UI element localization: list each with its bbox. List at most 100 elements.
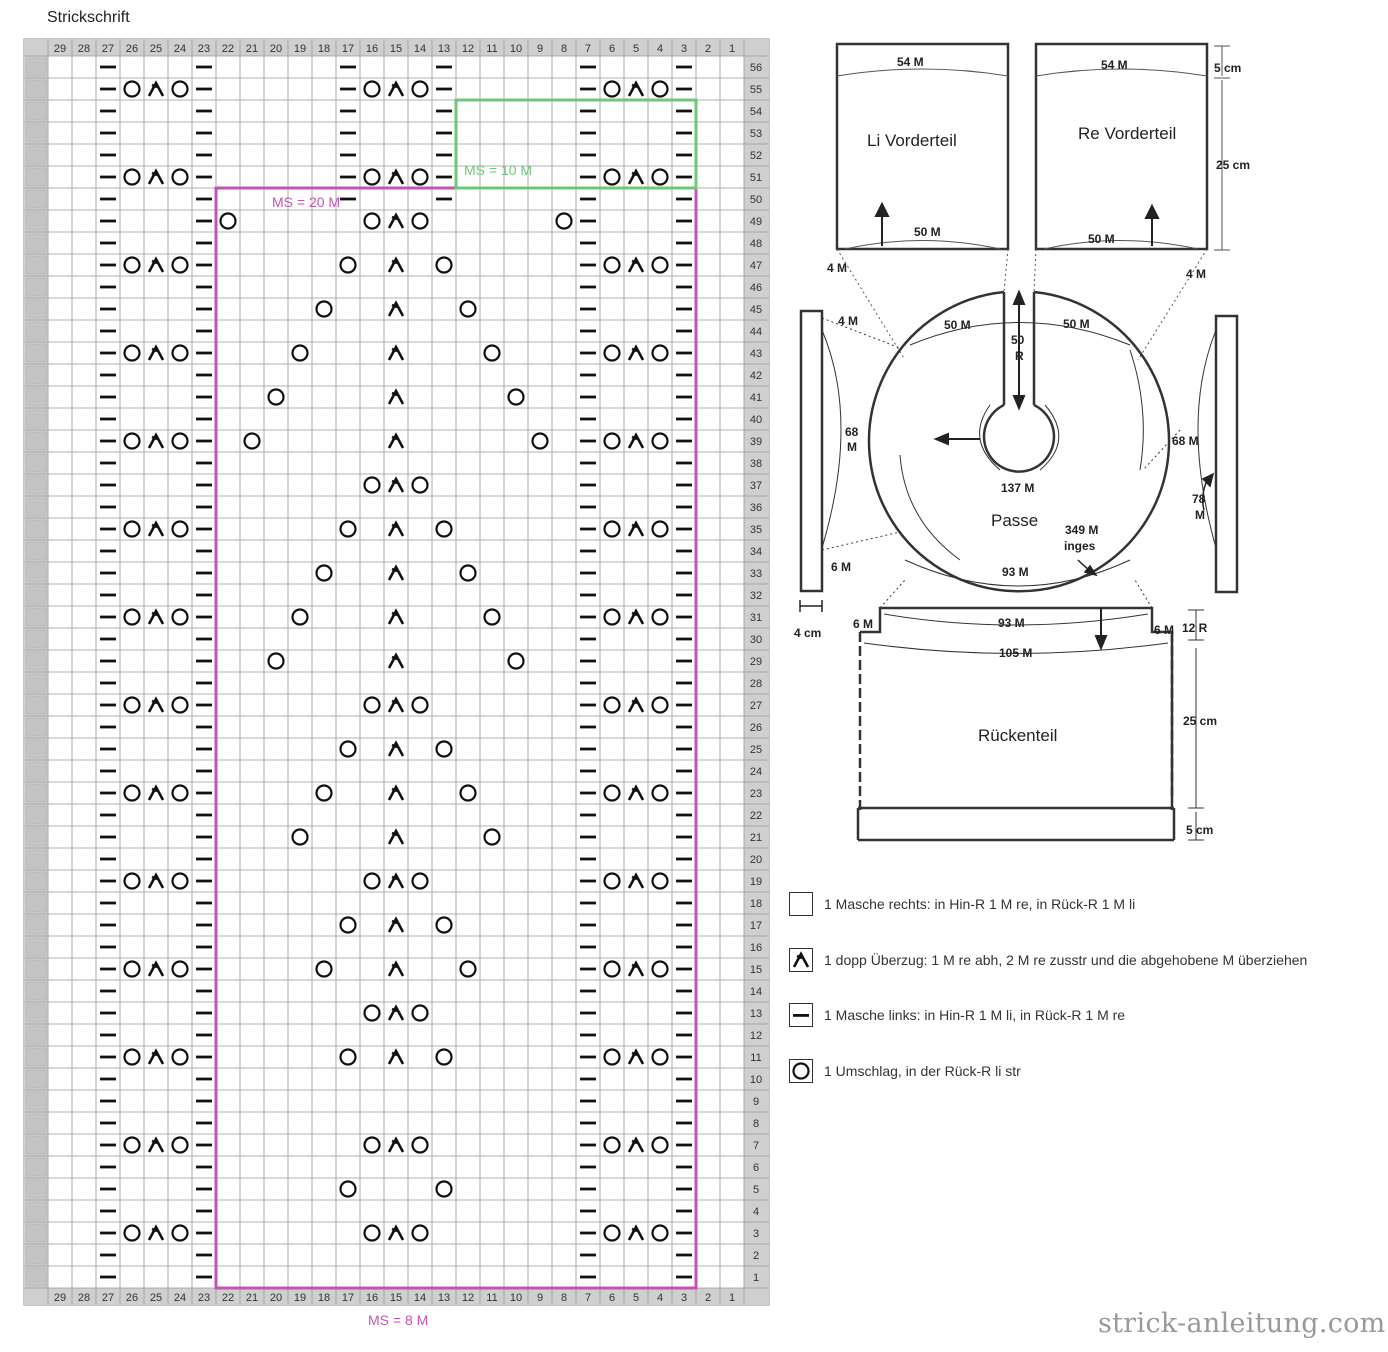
purl-dash-icon bbox=[196, 197, 212, 201]
yarn-over-icon bbox=[219, 212, 237, 230]
double-decrease-icon bbox=[387, 212, 405, 229]
purl-dash-icon bbox=[580, 791, 596, 795]
row-number: 8 bbox=[753, 1118, 759, 1130]
yarn-over-icon bbox=[603, 784, 621, 802]
row-number: 3 bbox=[753, 1228, 759, 1240]
purl-dash-icon bbox=[100, 659, 116, 663]
purl-dash-icon bbox=[340, 197, 356, 201]
double-decrease-icon bbox=[387, 344, 405, 361]
column-number: 5 bbox=[633, 1292, 639, 1304]
column-number: 22 bbox=[222, 43, 234, 55]
purl-dash-icon bbox=[196, 219, 212, 223]
column-number: 14 bbox=[414, 1292, 426, 1304]
row-number: 34 bbox=[750, 546, 762, 558]
row-number: 39 bbox=[750, 436, 762, 448]
purl-dash-icon bbox=[580, 65, 596, 69]
column-number: 12 bbox=[462, 43, 474, 55]
column-number: 21 bbox=[246, 1292, 258, 1304]
purl-dash-icon bbox=[100, 593, 116, 597]
purl-dash-icon bbox=[580, 1187, 596, 1191]
yarn-over-icon bbox=[315, 960, 333, 978]
purl-dash-icon bbox=[100, 395, 116, 399]
double-decrease-icon bbox=[147, 608, 165, 625]
purl-dash-icon bbox=[100, 1077, 116, 1081]
column-number: 25 bbox=[150, 1292, 162, 1304]
purl-dash-icon bbox=[100, 835, 116, 839]
double-decrease-icon bbox=[387, 1048, 405, 1065]
purl-dash-icon bbox=[676, 857, 692, 861]
column-number: 29 bbox=[54, 1292, 66, 1304]
yarn-over-icon bbox=[267, 652, 285, 670]
left-front-label: Li Vorderteil bbox=[867, 131, 957, 150]
purl-dash-icon bbox=[676, 835, 692, 839]
purl-dash-icon bbox=[580, 87, 596, 91]
purl-dash-icon bbox=[436, 65, 452, 69]
purl-dash-icon bbox=[676, 1099, 692, 1103]
repeat-8-label: MS = 8 M bbox=[368, 1312, 428, 1328]
double-decrease-icon bbox=[147, 344, 165, 361]
purl-dash-icon bbox=[196, 769, 212, 773]
yarn-over-icon bbox=[363, 696, 381, 714]
purl-dash-icon bbox=[580, 395, 596, 399]
measurement-label: inges bbox=[1064, 539, 1096, 553]
column-number: 26 bbox=[126, 43, 138, 55]
purl-dash-icon bbox=[196, 395, 212, 399]
measurement-label: 6 M bbox=[1154, 623, 1174, 637]
row-number: 22 bbox=[750, 810, 762, 822]
yarn-over-icon bbox=[651, 784, 669, 802]
yarn-over-icon bbox=[603, 344, 621, 362]
yarn-over-icon bbox=[123, 608, 141, 626]
yarn-over-icon bbox=[267, 388, 285, 406]
purl-dash-icon bbox=[100, 197, 116, 201]
purl-dash-icon bbox=[580, 285, 596, 289]
column-number: 20 bbox=[270, 43, 282, 55]
yarn-over-icon bbox=[603, 1224, 621, 1242]
purl-dash-icon bbox=[100, 989, 116, 993]
yarn-over-icon bbox=[315, 300, 333, 318]
purl-dash-icon bbox=[676, 967, 692, 971]
purl-dash-icon bbox=[580, 681, 596, 685]
yarn-over-icon bbox=[603, 256, 621, 274]
measurement-label: 50 bbox=[1011, 333, 1025, 347]
yarn-over-icon bbox=[123, 168, 141, 186]
purl-dash-icon bbox=[196, 483, 212, 487]
purl-dash-icon bbox=[580, 637, 596, 641]
measurement-label: 68 bbox=[845, 425, 859, 439]
yarn-over-icon bbox=[171, 608, 189, 626]
measurement-label: 50 M bbox=[914, 225, 941, 239]
yarn-over-icon bbox=[123, 960, 141, 978]
yarn-over-icon bbox=[651, 168, 669, 186]
column-number: 1 bbox=[729, 43, 735, 55]
purl-dash-icon bbox=[580, 175, 596, 179]
double-decrease-icon bbox=[387, 652, 405, 669]
double-decrease-icon bbox=[387, 696, 405, 713]
row-number: 23 bbox=[750, 788, 762, 800]
yarn-over-icon bbox=[603, 432, 621, 450]
legend-text: 1 Masche rechts: in Hin-R 1 M re, in Rüc… bbox=[824, 896, 1136, 912]
column-number: 23 bbox=[198, 43, 210, 55]
purl-dash-icon bbox=[676, 1055, 692, 1059]
double-decrease-icon bbox=[387, 300, 405, 317]
purl-dash-icon bbox=[580, 219, 596, 223]
purl-dash-icon bbox=[676, 813, 692, 817]
yarn-over-icon bbox=[651, 256, 669, 274]
yarn-over-icon bbox=[291, 344, 309, 362]
purl-dash-icon bbox=[436, 197, 452, 201]
purl-dash-icon bbox=[100, 1121, 116, 1125]
measurement-label: 68 M bbox=[1172, 434, 1199, 448]
yarn-over-icon bbox=[411, 696, 429, 714]
column-number: 16 bbox=[366, 43, 378, 55]
purl-dash-icon bbox=[676, 417, 692, 421]
row-number: 36 bbox=[750, 502, 762, 514]
column-number: 14 bbox=[414, 43, 426, 55]
purl-dash-icon bbox=[196, 285, 212, 289]
double-decrease-icon bbox=[387, 1004, 405, 1021]
purl-dash-icon bbox=[196, 241, 212, 245]
purl-dash-icon bbox=[676, 351, 692, 355]
purl-dash-icon bbox=[580, 813, 596, 817]
row-number: 13 bbox=[750, 1008, 762, 1020]
yarn-over-icon bbox=[603, 960, 621, 978]
double-decrease-icon bbox=[387, 1224, 405, 1241]
double-decrease-icon bbox=[387, 784, 405, 801]
purl-dash-icon bbox=[580, 1055, 596, 1059]
